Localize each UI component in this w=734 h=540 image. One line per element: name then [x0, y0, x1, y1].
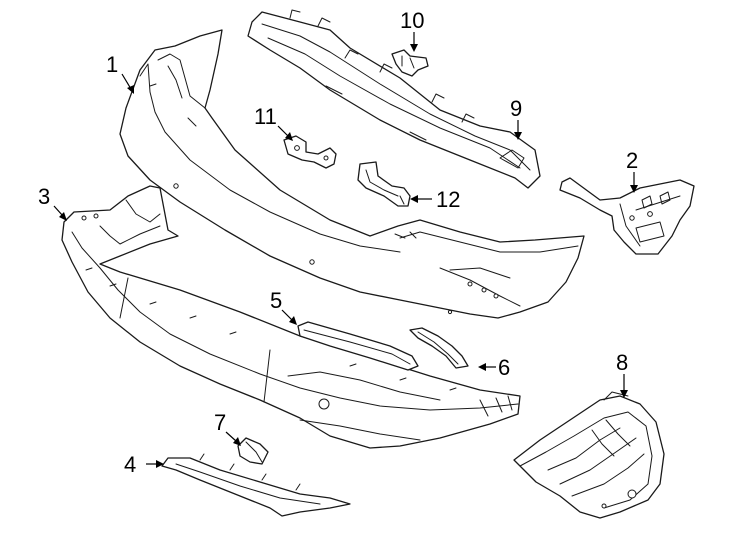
part-4-lower-strip	[161, 453, 351, 517]
callout-3: 3	[38, 184, 50, 209]
part-8-underbody-shield	[513, 391, 665, 519]
callout-4: 4	[124, 452, 136, 477]
callout-labels: 1 2 3 4 5 6 7 8 9 10 11 12	[38, 8, 638, 477]
callout-6: 6	[498, 355, 510, 380]
callout-11: 11	[254, 104, 277, 129]
callout-12: 12	[436, 187, 460, 212]
callout-1: 1	[106, 52, 118, 77]
part-2-side-bracket	[559, 177, 695, 255]
part-12-bracket	[357, 161, 411, 207]
callout-9: 9	[510, 96, 522, 121]
callout-2: 2	[626, 148, 638, 173]
part-7-clip	[237, 437, 269, 465]
leader-lines	[53, 32, 638, 468]
part-1-bumper-cover	[119, 29, 585, 319]
part-3-lower-valance	[61, 185, 521, 449]
part-11-bracket	[283, 135, 337, 169]
part-6-trim-piece	[409, 327, 469, 369]
part-10-clip	[391, 49, 429, 77]
callout-7: 7	[214, 410, 226, 435]
callout-5: 5	[270, 288, 282, 313]
callout-8: 8	[616, 350, 628, 375]
part-9-reinforcement-beam	[247, 9, 541, 189]
part-5-trim-strip	[297, 321, 419, 371]
callout-10: 10	[400, 8, 424, 33]
